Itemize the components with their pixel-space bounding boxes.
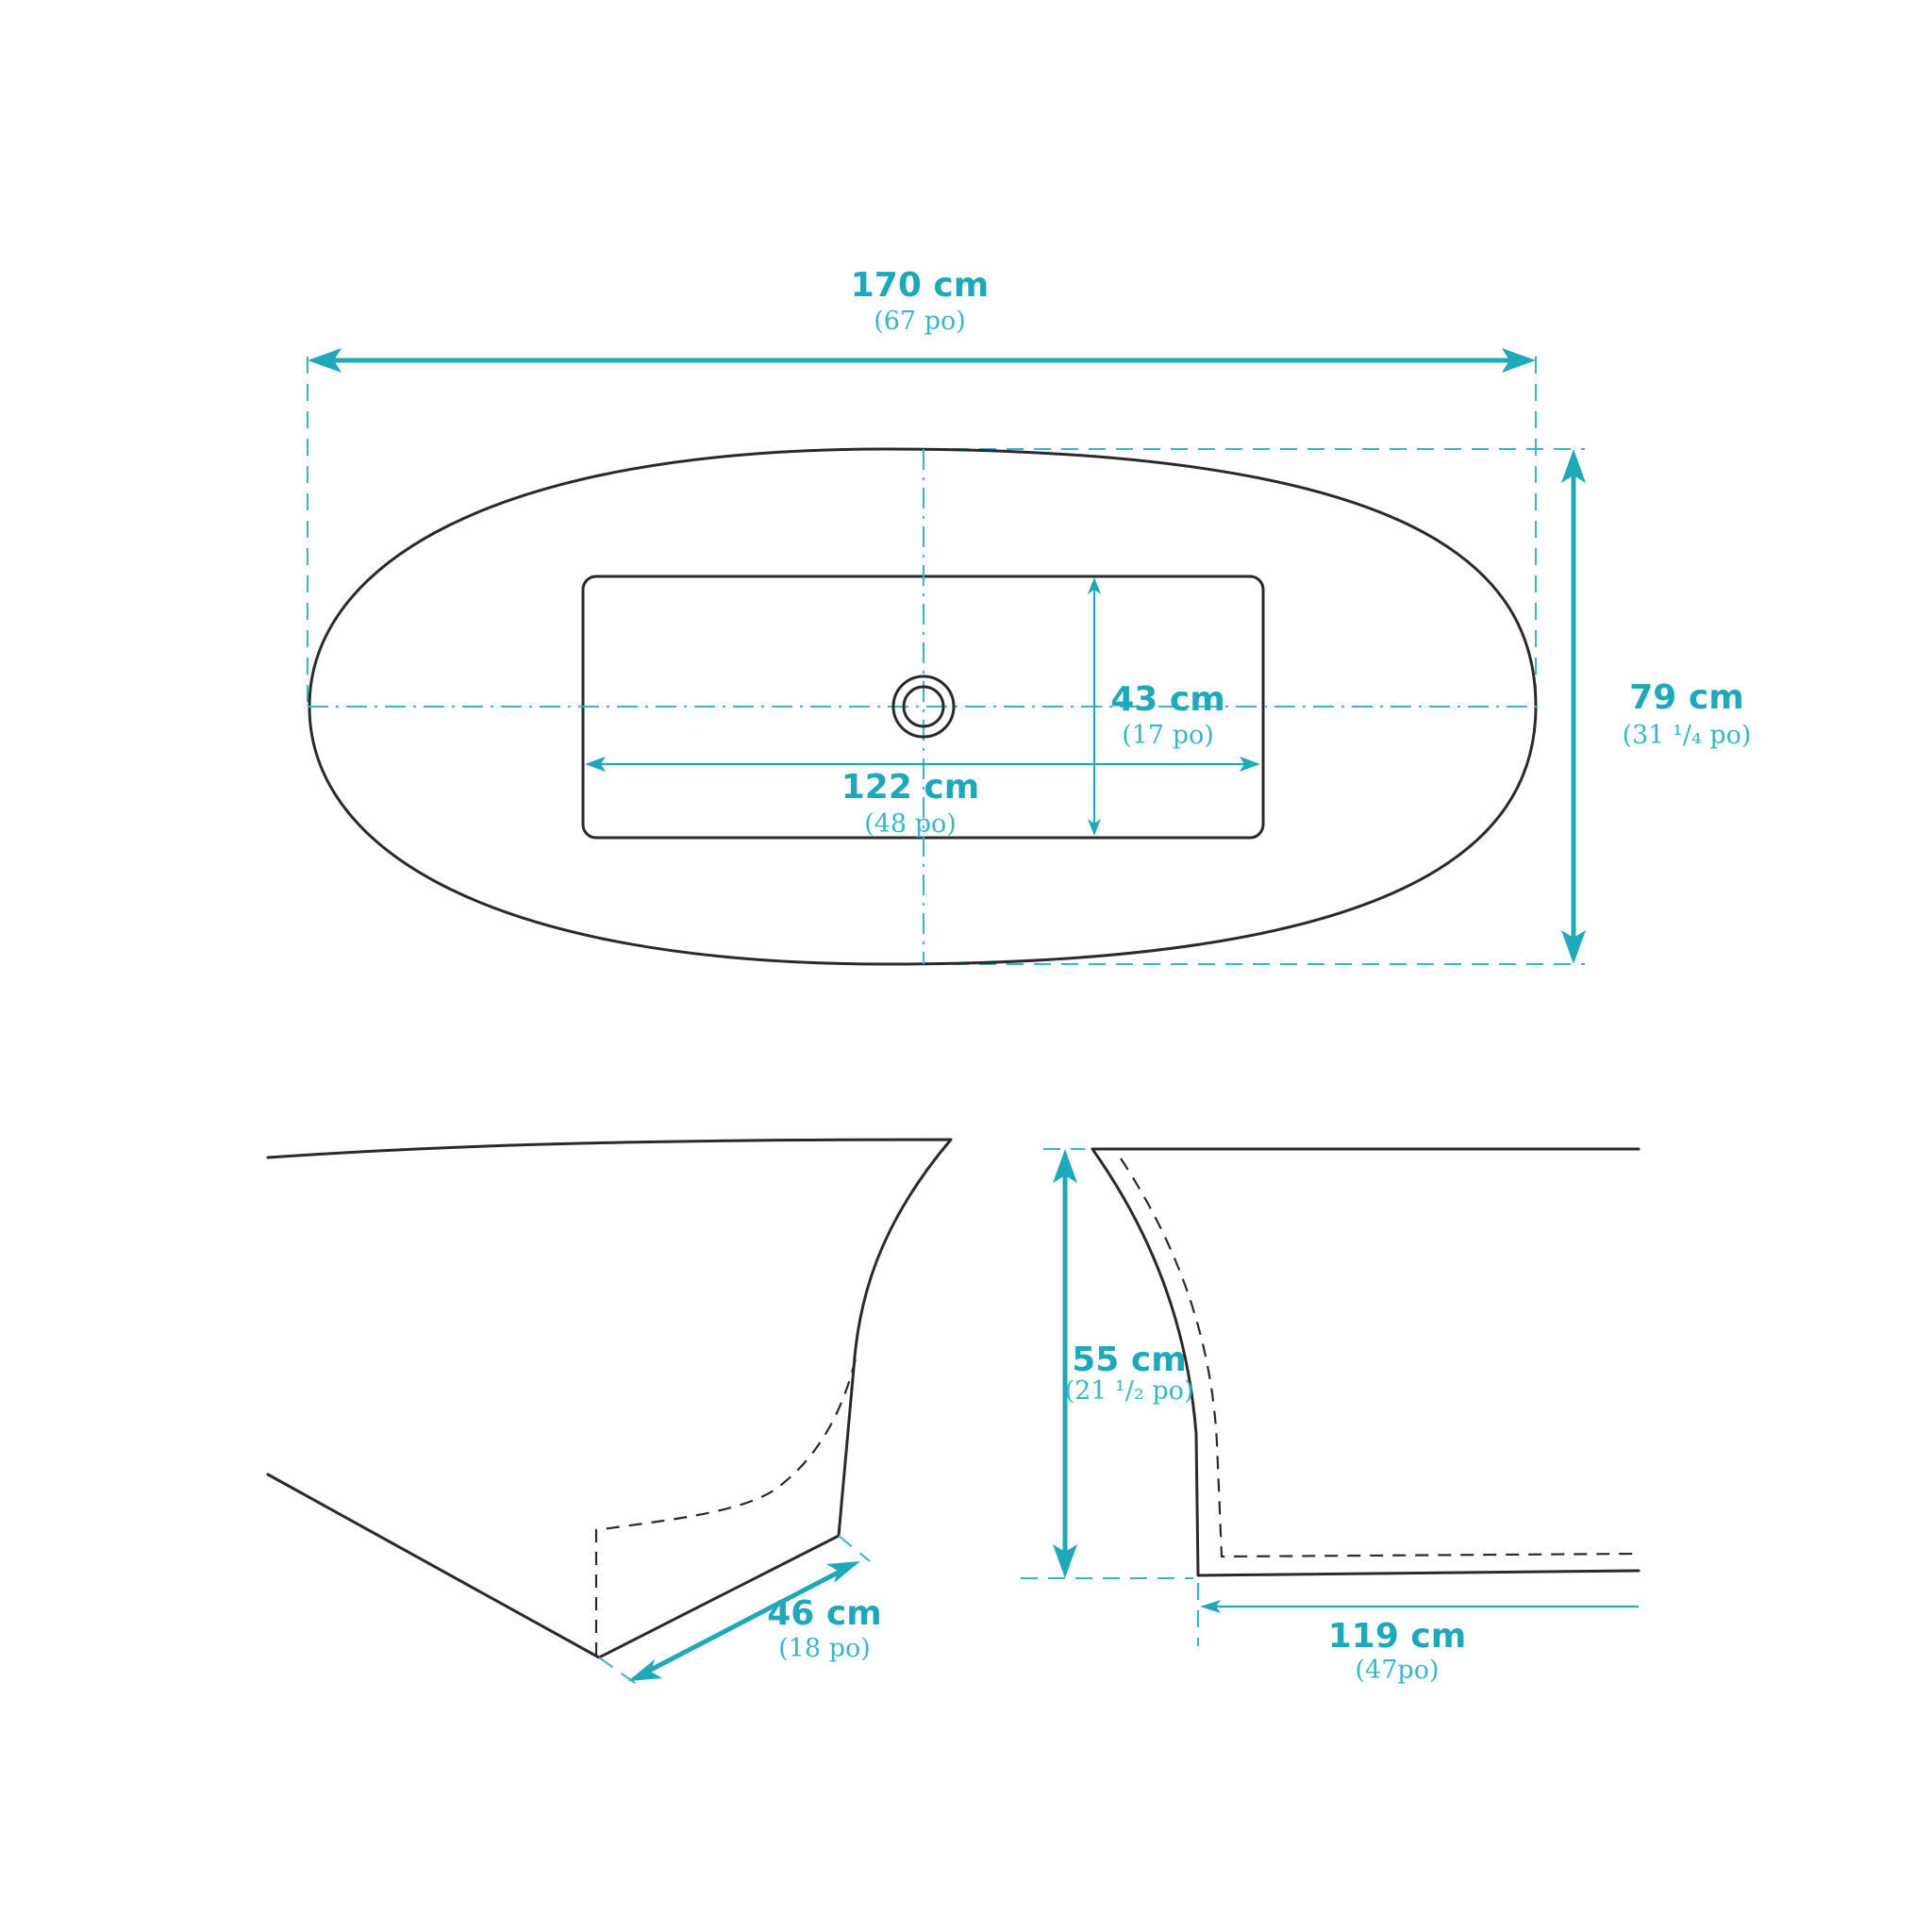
tub-rim-outline bbox=[308, 447, 1538, 966]
side-profile-right-hidden-line bbox=[1120, 1158, 1640, 1558]
side-profile-left-hidden-line bbox=[594, 1357, 858, 1656]
side-profile-left-outline bbox=[266, 1138, 953, 1659]
height-imperial-label: (21 ¹/₂ po) bbox=[1065, 1376, 1194, 1406]
end-slope-label: 46 cm bbox=[767, 1594, 881, 1633]
basin-width-label: 43 cm bbox=[1110, 680, 1224, 719]
basin-length-label: 122 cm bbox=[841, 768, 980, 807]
dimension-end-slope: 46 cm (18 po) bbox=[598, 1535, 882, 1689]
dimension-basin-length: 122 cm (48 po) bbox=[585, 757, 1260, 839]
drain-icon bbox=[891, 675, 956, 739]
floor-length-imperial-label: (47po) bbox=[1356, 1656, 1440, 1685]
side-profile-right-outline bbox=[1091, 1147, 1641, 1577]
top-view: 170 cm (67 po) 79 cm (31 ¹/₄ po) 122 cm … bbox=[307, 266, 1751, 966]
dimension-height: 55 cm (21 ¹/₂ po) bbox=[1021, 1148, 1194, 1579]
overall-length-label: 170 cm bbox=[851, 266, 990, 305]
dimension-overall-width: 79 cm (31 ¹/₄ po) bbox=[1561, 449, 1751, 964]
overall-width-label: 79 cm bbox=[1629, 678, 1743, 717]
floor-length-label: 119 cm bbox=[1328, 1617, 1467, 1656]
height-label: 55 cm bbox=[1072, 1341, 1186, 1379]
overall-length-imperial-label: (67 po) bbox=[874, 307, 966, 336]
dimension-floor-length: 119 cm (47po) bbox=[1197, 1583, 1639, 1685]
basin-length-imperial-label: (48 po) bbox=[864, 809, 957, 839]
end-slope-imperial-label: (18 po) bbox=[778, 1634, 871, 1663]
basin-width-imperial-label: (17 po) bbox=[1122, 721, 1214, 750]
dimension-basin-width: 43 cm (17 po) bbox=[1088, 577, 1225, 836]
dimension-overall-length: 170 cm (67 po) bbox=[308, 266, 1536, 373]
side-view-right: 55 cm (21 ¹/₂ po) 119 cm (47po) bbox=[1021, 1147, 1641, 1685]
side-view-left: 46 cm (18 po) bbox=[266, 1138, 953, 1689]
overall-width-imperial-label: (31 ¹/₄ po) bbox=[1623, 721, 1752, 750]
